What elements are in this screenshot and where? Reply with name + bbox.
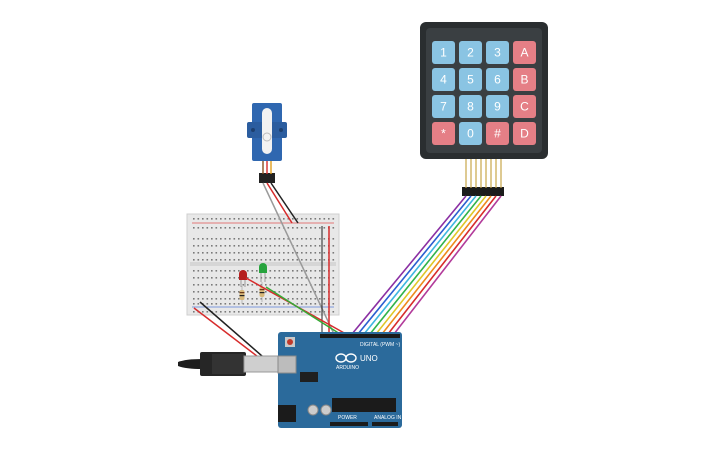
keypad-connector xyxy=(462,187,504,196)
keypad-keys[interactable]: 1 2 3 A 4 5 6 B 7 8 9 C * 0 # D xyxy=(432,41,536,145)
key-5[interactable]: 5 xyxy=(459,68,482,91)
keypad-wires xyxy=(351,195,502,335)
key-label: 4 xyxy=(440,73,447,87)
servo-leads xyxy=(262,161,272,174)
wire-led-green xyxy=(265,286,341,335)
key-A[interactable]: A xyxy=(513,41,536,64)
key-label: # xyxy=(494,127,501,141)
servo-horn xyxy=(262,108,272,154)
digital-label: DIGITAL (PWM ~) xyxy=(360,342,400,348)
usb-cable xyxy=(178,352,279,376)
key-8[interactable]: 8 xyxy=(459,95,482,118)
servo-screw-left xyxy=(251,128,255,132)
key-0[interactable]: 0 xyxy=(459,122,482,145)
servo-screw-right xyxy=(279,128,283,132)
wire-servo-black xyxy=(270,182,299,224)
usb-port xyxy=(277,355,297,374)
keypad-4x4[interactable]: 1 2 3 A 4 5 6 B 7 8 9 C * 0 # D xyxy=(420,22,548,196)
brand-label: ARDUINO xyxy=(336,365,359,371)
key-1[interactable]: 1 xyxy=(432,41,455,64)
regulator xyxy=(300,372,318,382)
key-label: A xyxy=(520,46,528,60)
breadboard-holes xyxy=(193,218,335,313)
key-*[interactable]: * xyxy=(432,122,455,145)
analog-label: ANALOG IN xyxy=(374,415,402,421)
servo-motor[interactable] xyxy=(247,103,287,183)
key-3[interactable]: 3 xyxy=(486,41,509,64)
key-2[interactable]: 2 xyxy=(459,41,482,64)
key-#[interactable]: # xyxy=(486,122,509,145)
capacitor-2 xyxy=(320,404,332,416)
key-label: * xyxy=(441,127,446,141)
key-B[interactable]: B xyxy=(513,68,536,91)
key-label: 7 xyxy=(440,100,447,114)
analog-header xyxy=(372,422,398,426)
servo-hub xyxy=(262,132,272,142)
led-green[interactable] xyxy=(259,263,267,282)
servo-plug xyxy=(259,173,275,183)
arduino-logo xyxy=(335,353,357,363)
key-label: 9 xyxy=(494,100,501,114)
key-label: B xyxy=(520,73,528,87)
power-header xyxy=(330,422,368,426)
microcontroller-chip xyxy=(332,398,396,412)
digital-header xyxy=(320,334,400,338)
capacitor-1 xyxy=(307,404,319,416)
key-label: 3 xyxy=(494,46,501,60)
power-jack xyxy=(278,405,296,422)
arduino-uno[interactable]: UNO ARDUINO DIGITAL (PWM ~) POWER ANALOG… xyxy=(277,332,402,428)
key-label: 1 xyxy=(440,46,447,60)
key-7[interactable]: 7 xyxy=(432,95,455,118)
key-4[interactable]: 4 xyxy=(432,68,455,91)
key-label: 5 xyxy=(467,73,474,87)
key-label: D xyxy=(520,127,529,141)
key-label: 0 xyxy=(467,127,474,141)
key-label: 6 xyxy=(494,73,501,87)
resistor-1[interactable] xyxy=(239,286,245,304)
key-label: 2 xyxy=(467,46,474,60)
wire-servo-red xyxy=(266,182,293,224)
model-label: UNO xyxy=(360,354,378,363)
key-6[interactable]: 6 xyxy=(486,68,509,91)
key-label: C xyxy=(520,100,529,114)
keypad-ribbon xyxy=(465,159,502,188)
power-label: POWER xyxy=(338,415,357,421)
resistor-2[interactable] xyxy=(259,282,265,302)
key-9[interactable]: 9 xyxy=(486,95,509,118)
key-C[interactable]: C xyxy=(513,95,536,118)
led-red[interactable] xyxy=(239,270,247,287)
key-label: 8 xyxy=(467,100,474,114)
key-D[interactable]: D xyxy=(513,122,536,145)
